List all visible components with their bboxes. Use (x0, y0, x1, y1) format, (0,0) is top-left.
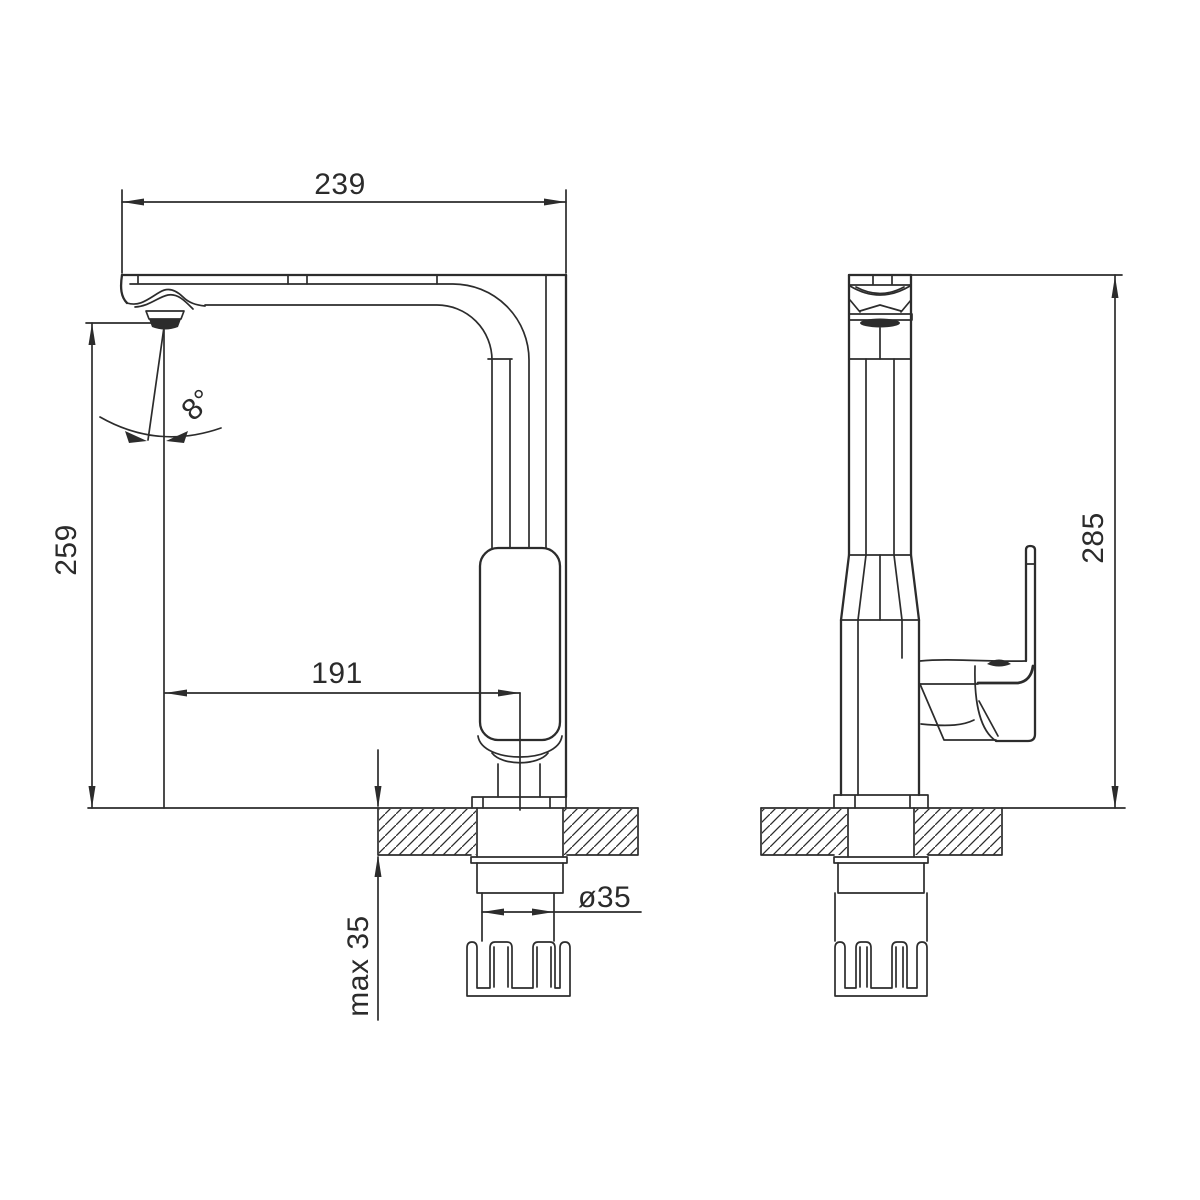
housing-left-edge (974, 665, 997, 742)
lever-underside (976, 664, 1035, 685)
body-front (833, 553, 929, 809)
dim-overall-height: 285 (910, 274, 1123, 809)
shank-tube-side (476, 862, 564, 894)
dim-outlet-to-axis: 191 (164, 657, 521, 811)
angle-arc (99, 416, 222, 438)
dim-239-arrow-right (544, 198, 566, 206)
dim-max-deck-thickness-label: max 35 (342, 915, 375, 1016)
spout-inner-top (129, 283, 530, 549)
dim-outlet-height: 259 (50, 322, 158, 809)
body-inner-front (857, 619, 903, 796)
dim-285-arrow-top (1111, 276, 1119, 298)
dim-overall-height-label: 285 (1077, 512, 1110, 564)
aerator-outlet-dark (149, 319, 181, 330)
counter-edges-side (377, 807, 639, 858)
housing-inner-slant (978, 700, 999, 737)
dim-spout-reach: 239 (121, 168, 567, 274)
spray-bowl-inner (855, 286, 905, 295)
dim-outlet-angle: 8° (99, 326, 222, 809)
handle-dome-dot (987, 659, 1011, 667)
deck-front (760, 807, 1126, 858)
dim-191-arrow-left (165, 689, 187, 697)
base-plate-front (833, 794, 929, 809)
front-inner-lines (865, 358, 895, 556)
aerator-outlet-front (860, 318, 900, 328)
shank-flange-front (833, 856, 929, 864)
shank-body-front (834, 892, 928, 942)
spray-side-wedges (849, 299, 912, 313)
dim-max35-arrow-down (374, 786, 382, 808)
mounting-shank-front (833, 856, 929, 997)
spray-head-front (848, 285, 913, 556)
deck-side (87, 796, 639, 858)
dim-191-arrow-right (498, 689, 520, 697)
dim-o35-arrow-left (482, 908, 504, 916)
mounting-nut-front (834, 941, 928, 997)
housing-fillet-line (920, 719, 975, 727)
aerator-collar (145, 310, 185, 320)
spray-bowl-outer (849, 285, 911, 296)
nut-prong-lines-front (859, 946, 904, 988)
mounting-nut-side (466, 941, 571, 997)
faucet-front-outline (847, 273, 913, 557)
dim-o35-arrow-right (532, 908, 554, 916)
body-outer-front (839, 618, 921, 797)
spray-v-lines (859, 304, 902, 312)
spray-ridge-inner (134, 293, 194, 310)
counter-hatch-right (564, 809, 637, 855)
counter-hatch-front-right (915, 809, 1001, 855)
dim-239-arrow-left (122, 198, 144, 206)
dimension-annotations: 239 259 8° 191 (50, 168, 1123, 1021)
dim-285-arrow-bottom (1111, 786, 1119, 808)
base-plate-side (471, 796, 567, 809)
dim-outlet-angle-label: 8° (175, 383, 219, 427)
stream-angled-line (147, 326, 165, 441)
angle-arrow-left (125, 431, 147, 443)
dim-max-deck-thickness: max 35 (342, 749, 382, 1021)
spout-left-cap (119, 273, 129, 305)
dim-mounting-hole: ø35 (481, 881, 642, 916)
dim-mounting-hole-label: ø35 (578, 881, 631, 914)
spout-underside (204, 304, 493, 549)
shank-thread-side (481, 892, 555, 942)
housing-top-line (919, 659, 1027, 663)
counter-hatch-front-left (762, 809, 847, 855)
dim-259-arrow-bottom (88, 786, 96, 808)
dim-259-arrow-top (88, 323, 96, 345)
dim-max35-arrow-up (374, 855, 382, 877)
handle-front (919, 544, 1037, 743)
front-view (760, 273, 1126, 997)
flare-inner (857, 554, 903, 621)
lever-grip-front (994, 544, 1037, 743)
mounting-shank-side (466, 856, 571, 997)
front-column-edges (847, 273, 913, 557)
dim-outlet-height-label: 259 (50, 524, 83, 576)
spray-ridge-outer (126, 288, 206, 307)
shank-flange-side (470, 856, 568, 864)
flare-outer (839, 553, 921, 622)
side-view (87, 273, 639, 997)
dim-spout-reach-label: 239 (314, 168, 366, 201)
nut-prong-lines-side (493, 946, 552, 988)
spray-head-side (126, 288, 206, 330)
counter-edges-front (760, 807, 1003, 858)
shank-tube-front (837, 862, 925, 894)
front-cap-ticks (848, 274, 912, 286)
body-stem-lines (497, 763, 541, 798)
body-housing-fillet (919, 683, 997, 741)
dim-239-extension-lines (121, 189, 567, 274)
dim-outlet-to-axis-label: 191 (311, 657, 363, 690)
counter-hatch-left (379, 809, 476, 855)
angle-arrow-right (166, 431, 188, 443)
faucet-side-outline (119, 273, 568, 799)
